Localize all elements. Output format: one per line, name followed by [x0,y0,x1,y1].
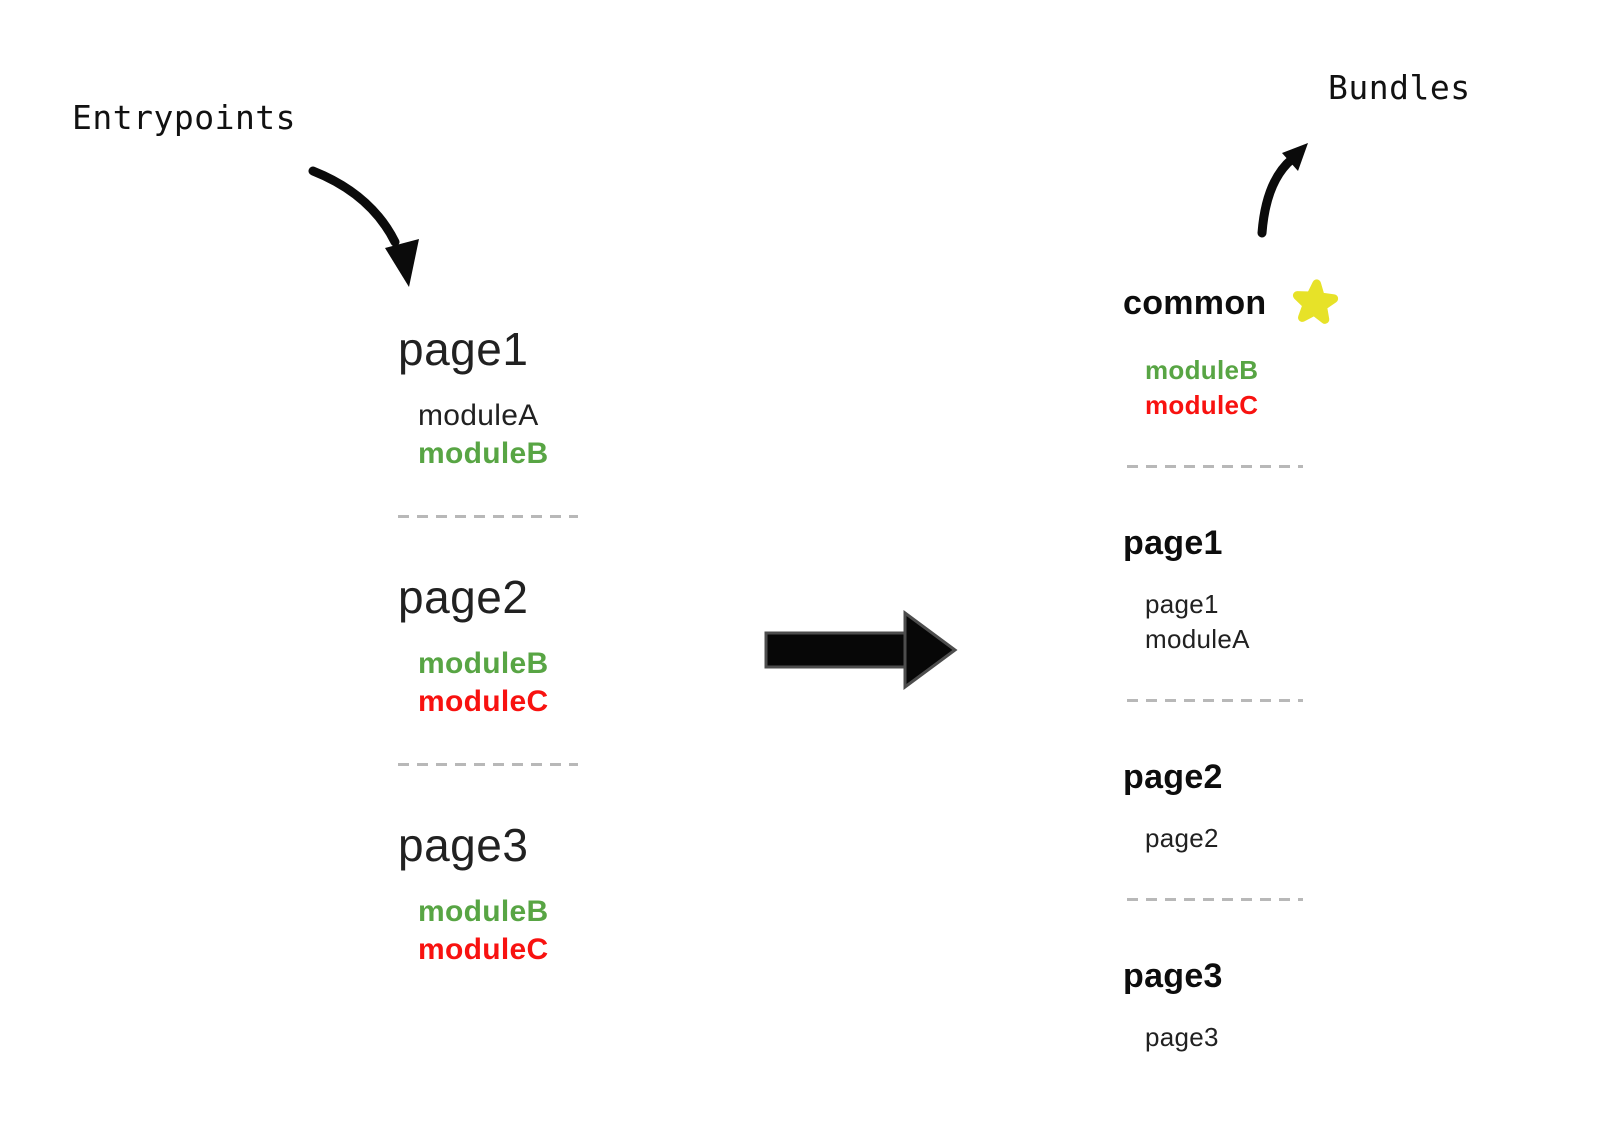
curved-up-arrow-icon [1257,143,1308,238]
module-item-page3: page3 [1145,1022,1219,1052]
entrypoint-section: page1 moduleA moduleB [390,322,650,473]
dashed-divider [398,515,578,518]
dashed-divider [398,763,578,766]
bundle-section: common moduleB moduleC [1100,276,1400,423]
module-item-moduleA: moduleA [1145,624,1250,654]
module-list: page3 [1145,1020,1400,1055]
entrypoint-section: page3 moduleB moduleC [390,818,650,969]
module-item-moduleC: moduleC [1145,390,1259,420]
bundle-name: page2 [1123,758,1223,796]
module-item-moduleB: moduleB [418,895,549,928]
transform-right-arrow-icon [764,610,958,690]
module-list: page1 moduleA [1145,587,1400,657]
curved-down-arrow-icon [308,166,419,287]
entrypoint-section: page2 moduleB moduleC [390,570,650,721]
module-list: page2 [1145,821,1400,856]
module-list: moduleB moduleC [418,893,650,969]
dashed-divider [1127,898,1303,901]
module-item-moduleB: moduleB [418,647,549,680]
module-item-moduleB: moduleB [1145,355,1259,385]
bundle-section: page2 page2 [1100,756,1400,856]
dashed-divider [1127,465,1303,468]
entrypoints-title: Entrypoints [72,98,297,137]
bundle-name: page1 [1123,524,1223,562]
module-item-moduleB: moduleB [418,437,549,470]
module-item-moduleA: moduleA [418,399,539,432]
bundle-header: common [1123,276,1400,330]
module-list: moduleA moduleB [418,397,650,473]
bundle-name: page3 [1123,957,1223,995]
module-list: moduleB moduleC [1145,353,1400,423]
module-item-moduleC: moduleC [418,933,549,966]
module-item-page1: page1 [1145,589,1219,619]
dashed-divider [1127,699,1303,702]
bundle-header: page1 [1123,522,1400,564]
entrypoint-name: page3 [398,819,529,871]
module-item-page2: page2 [1145,823,1219,853]
bundle-section: page3 page3 [1100,955,1400,1055]
star-icon [1288,276,1342,330]
entrypoint-name: page1 [398,323,529,375]
bundles-column: common moduleB moduleC page1 page1 moduleA… [1100,276,1400,1055]
bundle-section: page1 page1 moduleA [1100,522,1400,657]
bundle-header: page2 [1123,756,1400,798]
bundle-header: page3 [1123,955,1400,997]
bundle-name: common [1123,284,1267,322]
entrypoint-name: page2 [398,571,529,623]
module-list: moduleB moduleC [418,645,650,721]
module-item-moduleC: moduleC [418,685,549,718]
bundles-title: Bundles [1328,68,1471,107]
